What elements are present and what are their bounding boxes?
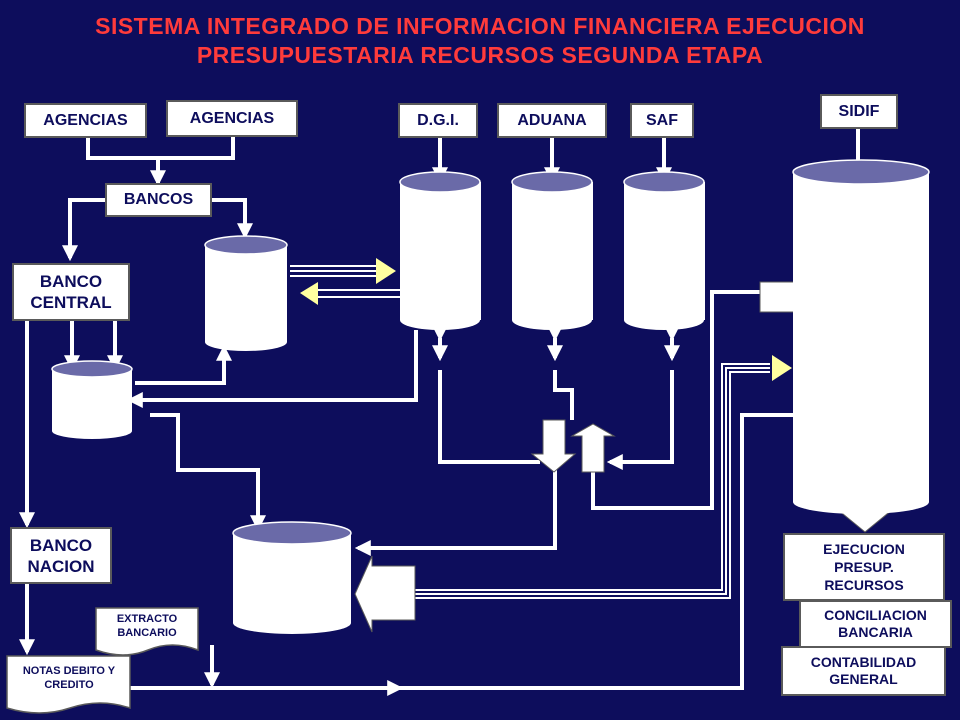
block-arrow-down-icon [530, 419, 577, 473]
connector-loop-nacion [354, 470, 557, 556]
db-label-central: BASE DE DATOS [73, 379, 111, 421]
box-bancos: BANCOS [105, 183, 212, 217]
title-line-2: PRESUPUESTARIA RECURSOS SEGUNDA ETAPA [196, 42, 764, 68]
db-label-maria: MARIA BASE DE DATOS [532, 223, 573, 282]
document-notas-shape [6, 655, 131, 714]
cylinder-nacion-db [232, 521, 352, 634]
cylinder-sisaf [623, 171, 705, 330]
box-agencias-2: AGENCIAS [166, 100, 298, 137]
title-line-1: SISTEMA INTEGRADO DE INFORMACION FINANCI… [95, 13, 865, 39]
box-contabilidad: CONTABILIDAD GENERAL [781, 646, 946, 696]
box-aduana: ADUANA [497, 103, 607, 138]
doc-label-extracto: EXTRACTO BANCARIO [116, 613, 178, 639]
arrow-from-sicofi-icon [300, 282, 318, 305]
box-sidif: SIDIF [820, 94, 898, 129]
connector-bancos-db [212, 198, 253, 240]
page-title: SISTEMA INTEGRADO DE INFORMACION FINANCI… [0, 12, 960, 70]
connector-maria-loop [553, 370, 574, 420]
box-conciliacion: CONCILIACION BANCARIA [799, 600, 952, 648]
cylinder-central-db [51, 360, 133, 439]
cylinder-sicofi [399, 171, 481, 330]
box-saf: SAF [630, 103, 694, 138]
connector-sisaf-loop [606, 370, 674, 470]
db-label-bancos: BASE DE DATOS [227, 275, 265, 315]
connector-centraldb-up [135, 344, 232, 385]
connector-agencias-bancos [86, 137, 235, 183]
connector-bancos-central [62, 198, 105, 262]
block-arrow-nacion-left-icon [354, 555, 416, 633]
connector-contab-line [400, 413, 800, 690]
box-agencias-1: AGENCIAS [24, 103, 147, 138]
double-line-to-sidif-3 [415, 371, 770, 599]
double-line-to-sidif-2 [415, 367, 770, 595]
connector-sicofi-loop [438, 370, 540, 464]
cylinder-bancos-db [204, 235, 288, 351]
box-banco-central: BANCO CENTRAL [12, 263, 130, 321]
db-label-nacion: BASE DE DATOS [271, 559, 313, 603]
box-ejecucion: EJECUCION PRESUP. RECURSOS [783, 533, 945, 601]
connector-centraldb-nacion [150, 413, 266, 532]
arrow-to-sicofi-icon [376, 258, 396, 284]
db-label-sidif: BASE DE DATOS [831, 326, 889, 359]
arrow-to-sidif-icon [772, 355, 792, 381]
double-line-to-sidif-1 [415, 363, 770, 591]
block-arrow-up-icon [570, 423, 616, 473]
connector-sicofi-centraldb [126, 330, 418, 408]
box-banco-nacion: BANCO NACION [10, 527, 112, 584]
cylinder-sidif-db [792, 159, 930, 514]
db-label-sisaf: SISAF BASE DE DATOS [644, 223, 685, 282]
box-dgi: D.G.I. [398, 103, 478, 138]
db-label-sicofi: SICOFI BASE DE DATOS [420, 223, 461, 282]
cylinder-maria [511, 171, 593, 330]
document-extracto-shape [95, 607, 199, 656]
doc-label-notas: NOTAS DEBITO Y CREDITO [22, 665, 116, 691]
connector-loop-sidif [591, 290, 760, 510]
